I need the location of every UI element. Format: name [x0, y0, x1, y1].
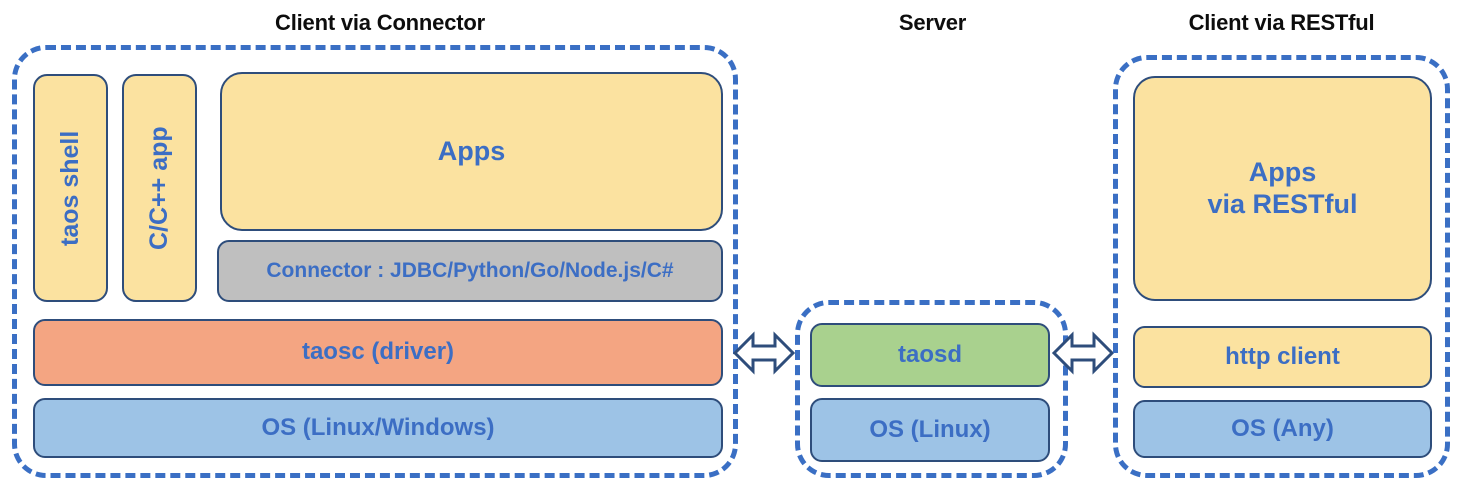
- apps-restful-line1: Apps: [1248, 156, 1317, 187]
- box-c-cpp-app[interactable]: C/C++ app: [122, 74, 197, 302]
- group-server: [795, 300, 1068, 478]
- section-title-client-connector: Client via Connector: [275, 10, 485, 35]
- box-apps-via-restful[interactable]: Apps via RESTful: [1133, 76, 1432, 301]
- box-taos-shell[interactable]: taos shell: [33, 74, 108, 302]
- apps-restful-line2: via RESTful: [1207, 188, 1358, 219]
- box-connector[interactable]: Connector : JDBC/Python/Go/Node.js/C#: [217, 240, 723, 302]
- group-client-via-restful: [1113, 55, 1450, 478]
- bidirectional-arrow-right: [1052, 327, 1114, 379]
- box-http-client[interactable]: http client: [1133, 326, 1432, 388]
- box-apps[interactable]: Apps: [220, 72, 723, 231]
- bidirectional-arrow-left: [733, 327, 795, 379]
- section-title-client-restful: Client via RESTful: [1188, 10, 1375, 35]
- box-os-linux[interactable]: OS (Linux): [810, 398, 1050, 462]
- box-taosc-driver[interactable]: taosc (driver): [33, 319, 723, 386]
- box-os-any[interactable]: OS (Any): [1133, 400, 1432, 458]
- section-title-server: Server: [898, 10, 967, 35]
- group-client-via-connector: [12, 45, 738, 478]
- box-taosd[interactable]: taosd: [810, 323, 1050, 387]
- box-os-linux-windows[interactable]: OS (Linux/Windows): [33, 398, 723, 458]
